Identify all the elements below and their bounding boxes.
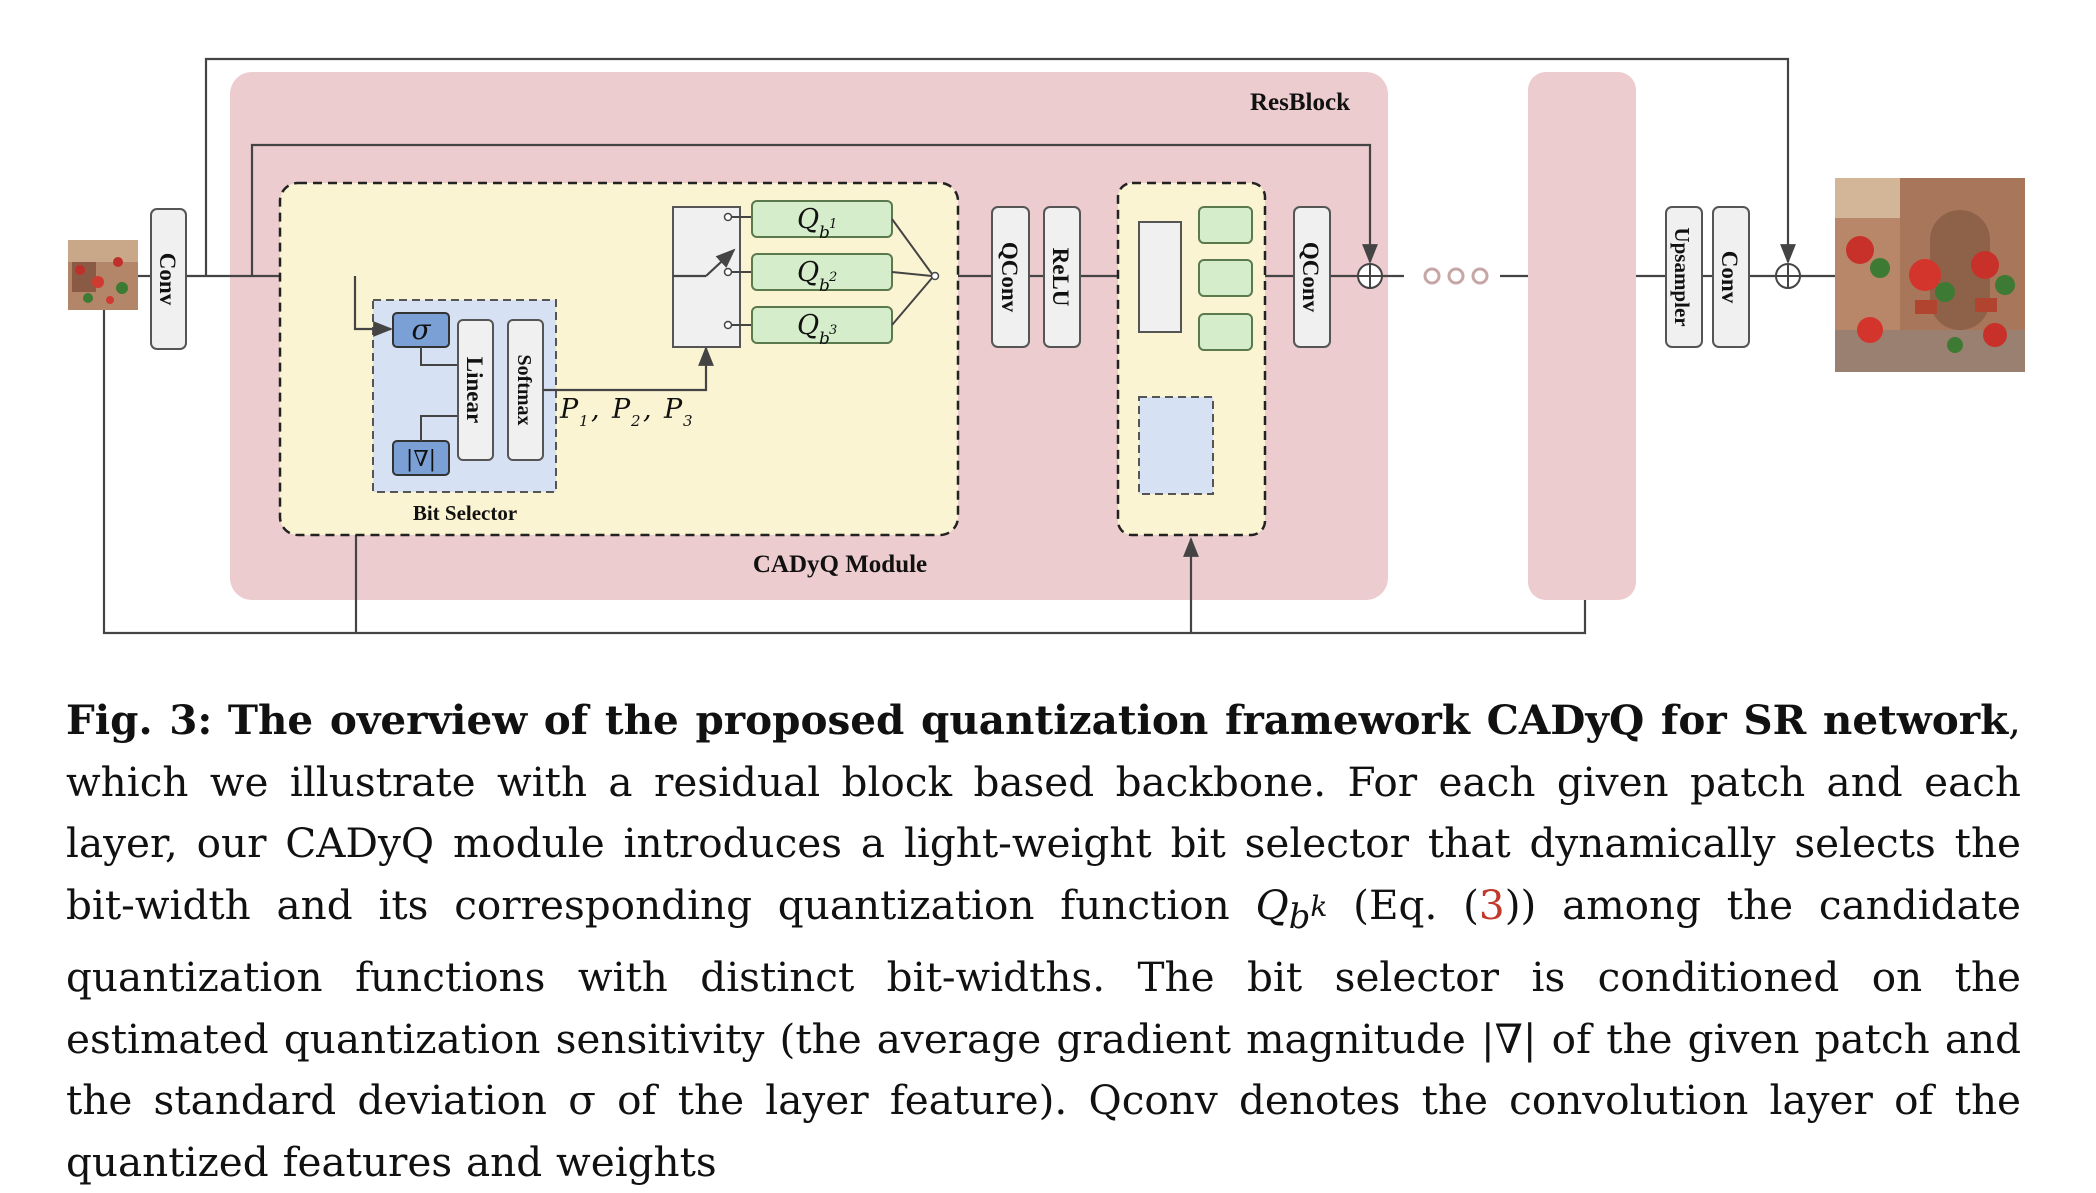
gradient-feedback-line	[102, 310, 1587, 635]
svg-text:P: P	[663, 394, 683, 425]
conv-out-block	[1712, 206, 1750, 348]
resblock-repeat	[1528, 72, 1636, 600]
svg-text:b: b	[819, 329, 830, 349]
resblock-label: ResBlock	[1250, 89, 1350, 116]
svg-text:1: 1	[829, 217, 837, 232]
svg-text:3: 3	[683, 412, 693, 430]
quantizer-q2: Q b 2	[751, 253, 893, 296]
linear-label: Linear	[462, 357, 487, 423]
caption-title: The overview of the proposed quantizatio…	[227, 696, 2009, 744]
caption-qbk: Qbk	[1255, 880, 1328, 936]
svg-text:P: P	[559, 394, 579, 425]
sigma-symbol: σ	[411, 313, 431, 346]
residual-add-node	[1357, 263, 1383, 289]
conv-in-block	[150, 208, 187, 350]
linear-block	[457, 319, 494, 461]
input-image	[68, 240, 138, 310]
caption-fig-label: Fig. 3:	[66, 696, 213, 744]
svg-text:3: 3	[829, 323, 837, 338]
svg-text:Q: Q	[797, 310, 819, 341]
cadyq-module-label: CADyQ Module	[753, 551, 927, 578]
svg-text:,: ,	[591, 394, 600, 425]
quantizer-q1: Q b 1	[751, 200, 893, 243]
svg-text:b: b	[819, 223, 830, 243]
svg-text:1: 1	[579, 412, 589, 430]
svg-text:2: 2	[630, 412, 641, 430]
ellipsis-dots	[1423, 267, 1489, 285]
conv-out-label: Conv	[1717, 251, 1742, 304]
equation-ref-link[interactable]: 3	[1478, 880, 1505, 929]
caption-text-1: , which we illustrate with a residual bl…	[66, 696, 2022, 929]
relu-block	[1043, 206, 1081, 348]
global-skip-connection	[204, 57, 1796, 276]
svg-text:Q: Q	[797, 204, 819, 235]
svg-text:,: ,	[643, 394, 652, 425]
figure-caption: Fig. 3: The overview of the proposed qua…	[66, 690, 2021, 1193]
resblock-skip-connection	[250, 143, 1378, 276]
qconv-block-2	[1293, 206, 1331, 348]
upsampler-block	[1665, 206, 1703, 348]
softmax-label: Softmax	[513, 354, 535, 425]
bit-selector-label: Bit Selector	[413, 501, 517, 525]
global-add-node	[1775, 263, 1801, 289]
gradient-symbol: |∇|	[406, 447, 436, 472]
output-image	[1835, 178, 2025, 372]
svg-text:Q: Q	[797, 257, 819, 288]
relu-label: ReLU	[1048, 248, 1073, 307]
caption-text-3: )) among the candidate quantization func…	[66, 880, 2021, 1186]
svg-text:P: P	[611, 394, 631, 425]
svg-text:2: 2	[828, 270, 837, 285]
quantizer-q3: Q b 3	[751, 306, 893, 349]
qconv-block-1	[991, 206, 1030, 348]
qconv-label-1: QConv	[997, 242, 1022, 313]
architecture-diagram: ResBlock Conv CADyQ Module Bit Selector	[68, 57, 2025, 635]
caption-text-2: (Eq. (	[1327, 880, 1479, 929]
probability-labels: P 1 , P 2 , P 3	[559, 394, 693, 430]
qconv-label-2: QConv	[1298, 242, 1323, 313]
svg-text:b: b	[819, 276, 830, 296]
upsampler-label: Upsampler	[1670, 227, 1694, 326]
conv-in-label: Conv	[155, 253, 180, 306]
